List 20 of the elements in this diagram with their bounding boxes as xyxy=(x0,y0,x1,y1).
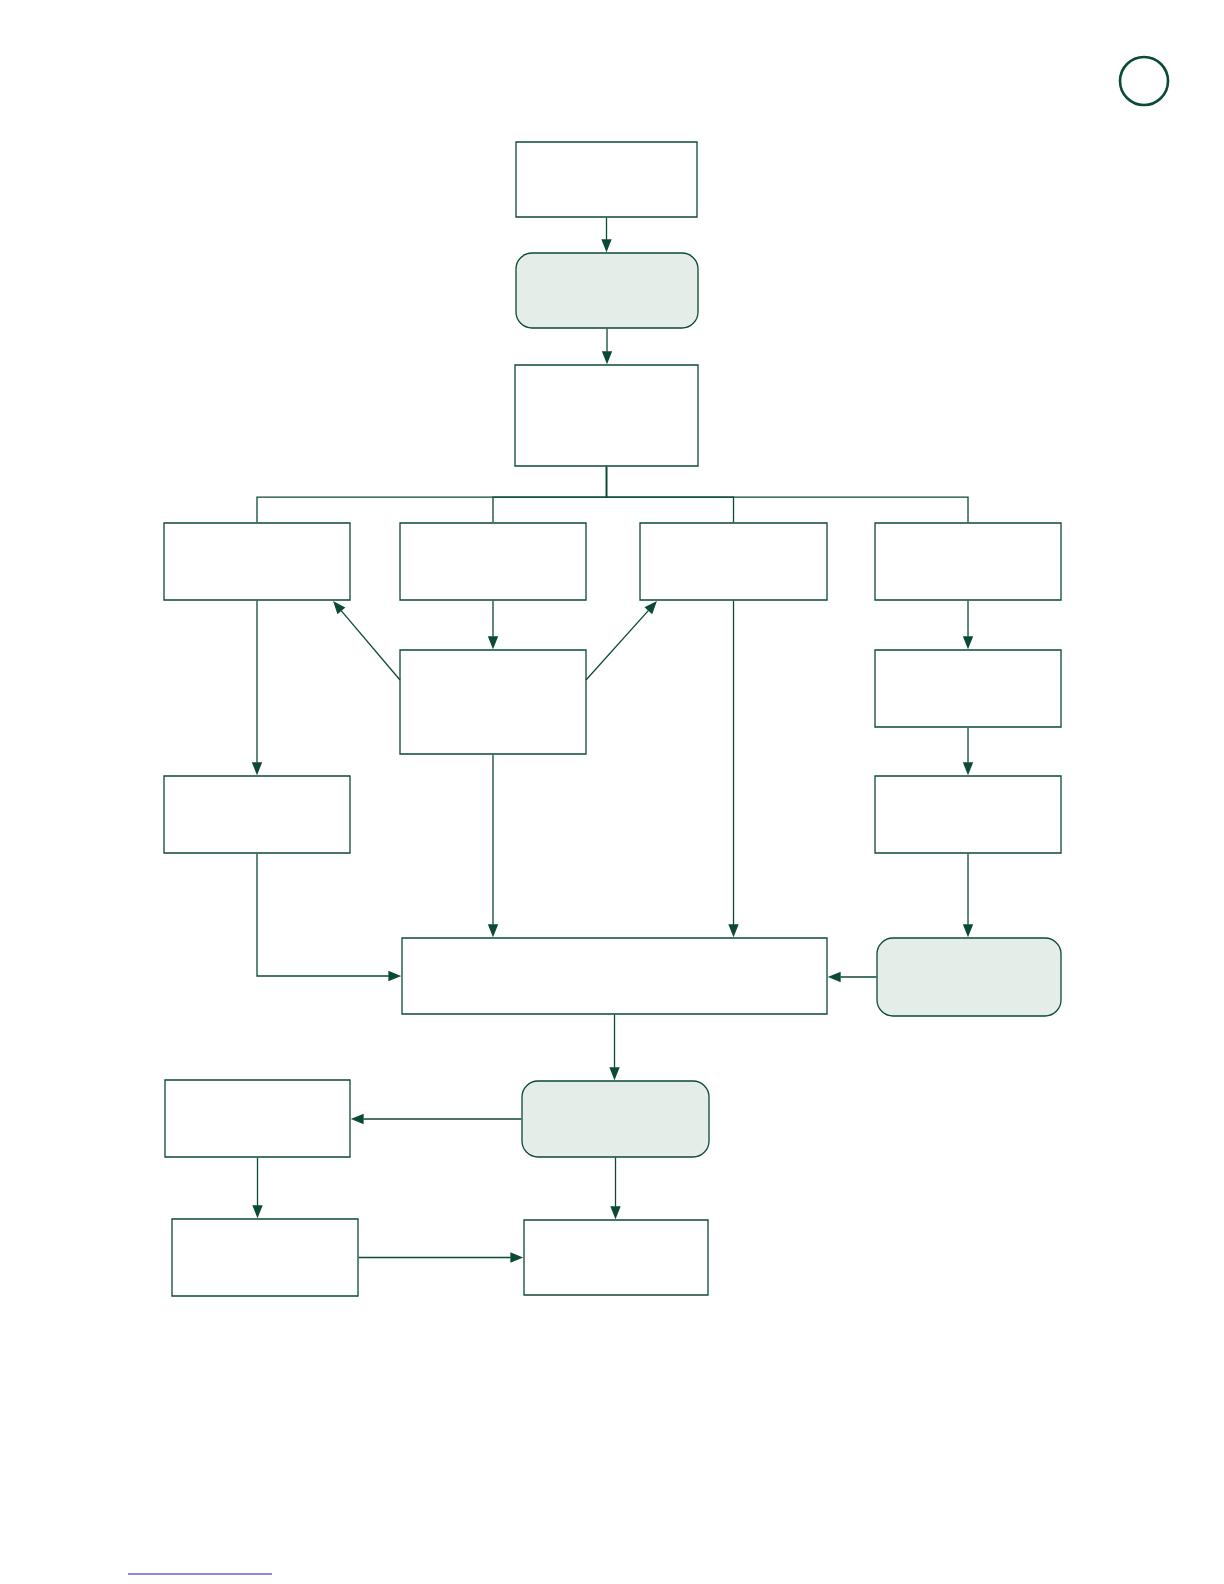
rounded-box xyxy=(876,937,1062,1017)
connector-line xyxy=(605,466,969,523)
process-box xyxy=(399,649,587,755)
process-box xyxy=(163,775,351,854)
process-box xyxy=(523,1219,709,1296)
process-box xyxy=(171,1218,359,1297)
process-box xyxy=(401,937,828,1015)
process-box xyxy=(639,522,828,601)
process-box xyxy=(874,775,1062,854)
arrow xyxy=(333,601,401,681)
process-box xyxy=(874,522,1062,601)
rounded-box xyxy=(521,1080,710,1158)
process-box xyxy=(515,141,698,218)
process-box xyxy=(514,364,699,467)
process-box xyxy=(874,649,1062,728)
rounded-box xyxy=(515,252,699,329)
process-box xyxy=(399,522,587,601)
process-box xyxy=(164,1079,351,1158)
arrow xyxy=(585,601,657,681)
process-box xyxy=(163,522,351,601)
